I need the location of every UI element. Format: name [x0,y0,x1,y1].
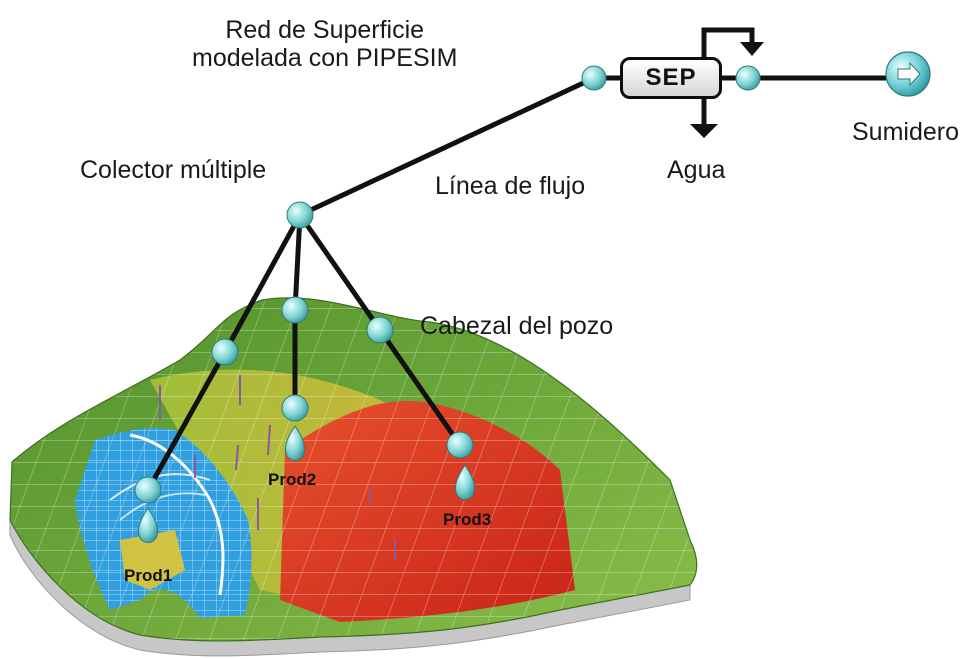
separator-label: SEP [645,64,697,91]
nodes [134,65,761,504]
recycle-arrow-head [740,42,764,56]
pipe-network [145,75,901,493]
well-symbol-prod2 [284,425,306,461]
sink-label: Sumidero [852,118,959,146]
prod3-label: Prod3 [443,510,492,529]
wellhead-node-3 [366,316,394,344]
well-node-prod3 [446,431,474,459]
prod2-label: Prod2 [268,470,317,489]
title-line2: modelada con PIPESIM [192,44,458,72]
sink-icon [885,51,931,97]
inlet-node [581,65,607,91]
manifold-node [286,201,314,229]
title: Red de Superficie modelada con PIPESIM [192,16,457,72]
water-label: Agua [667,156,726,184]
recycle-arrow [701,27,755,62]
well-symbol-prod1 [137,507,159,543]
water-outlet-arrow-head [690,124,718,138]
wellhead-node-1 [211,338,239,366]
well-symbol-prod3 [454,464,476,500]
separator-box: SEP [620,57,722,99]
flowline [297,75,597,218]
manifold-label: Colector múltiple [80,156,267,184]
well-node-prod2 [281,394,309,422]
well-node-prod1 [134,476,162,504]
title-line1: Red de Superficie [225,16,425,44]
wellhead-label: Cabezal del pozo [420,312,614,340]
well-symbols [137,425,476,543]
prod1-label: Prod1 [124,566,173,585]
wellhead-node-2 [281,296,309,324]
minor-wells [159,375,396,560]
flowline-label: Línea de flujo [435,172,586,200]
outlet-node [735,65,761,91]
